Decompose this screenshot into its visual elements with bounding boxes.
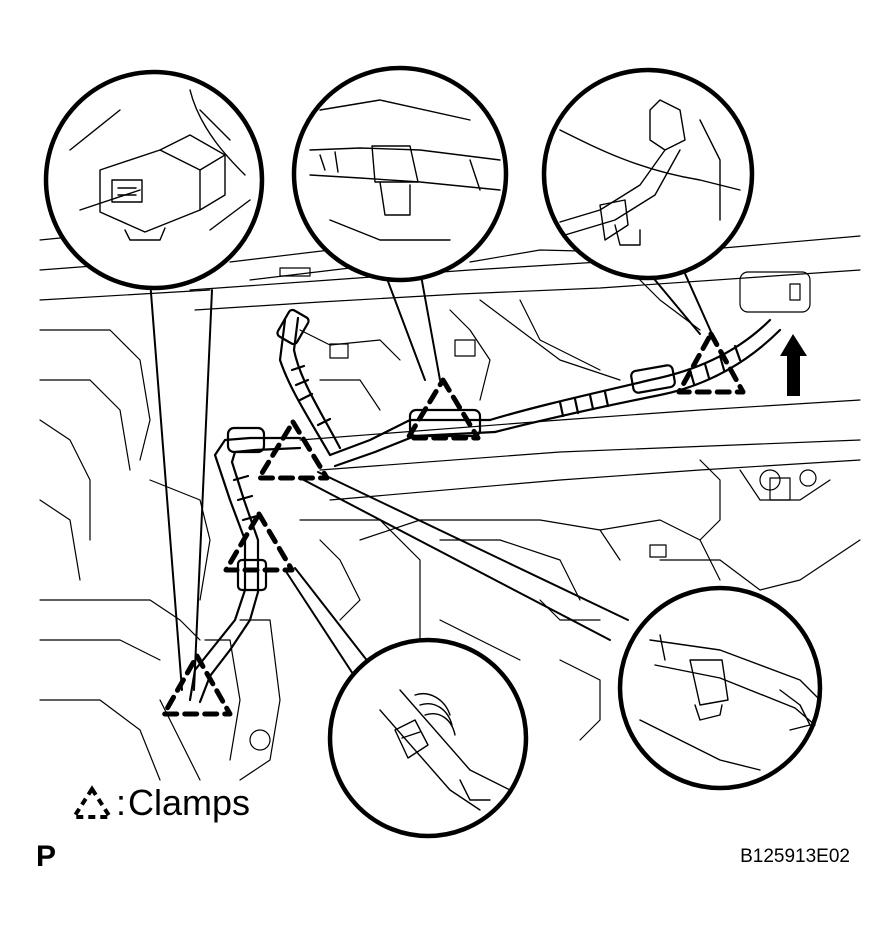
- wire-harness: [188, 308, 782, 704]
- dashed-triangle-icon: [70, 785, 114, 819]
- legend-colon: :: [116, 782, 127, 823]
- clamp-marker-5: [161, 653, 233, 717]
- clamp-marker-2: [405, 377, 481, 441]
- detail-circle-clamp-lower-right: [617, 585, 823, 791]
- clamp-markers: [161, 331, 746, 717]
- detail-circle-clamp-bottom: [327, 637, 529, 839]
- legend-text: Clamps: [128, 782, 251, 823]
- clamp-marker-4: [223, 511, 295, 573]
- legend: : Clamps: [70, 782, 250, 824]
- view-letter: P: [36, 840, 57, 873]
- clamp-marker-3: [256, 419, 330, 481]
- up-arrow-icon: [780, 334, 807, 396]
- dashboard-background: [39, 231, 861, 781]
- clamp-marker-1: [676, 331, 746, 395]
- detail-circle-connector: [43, 69, 265, 291]
- figure-id: B125913E02: [740, 846, 850, 867]
